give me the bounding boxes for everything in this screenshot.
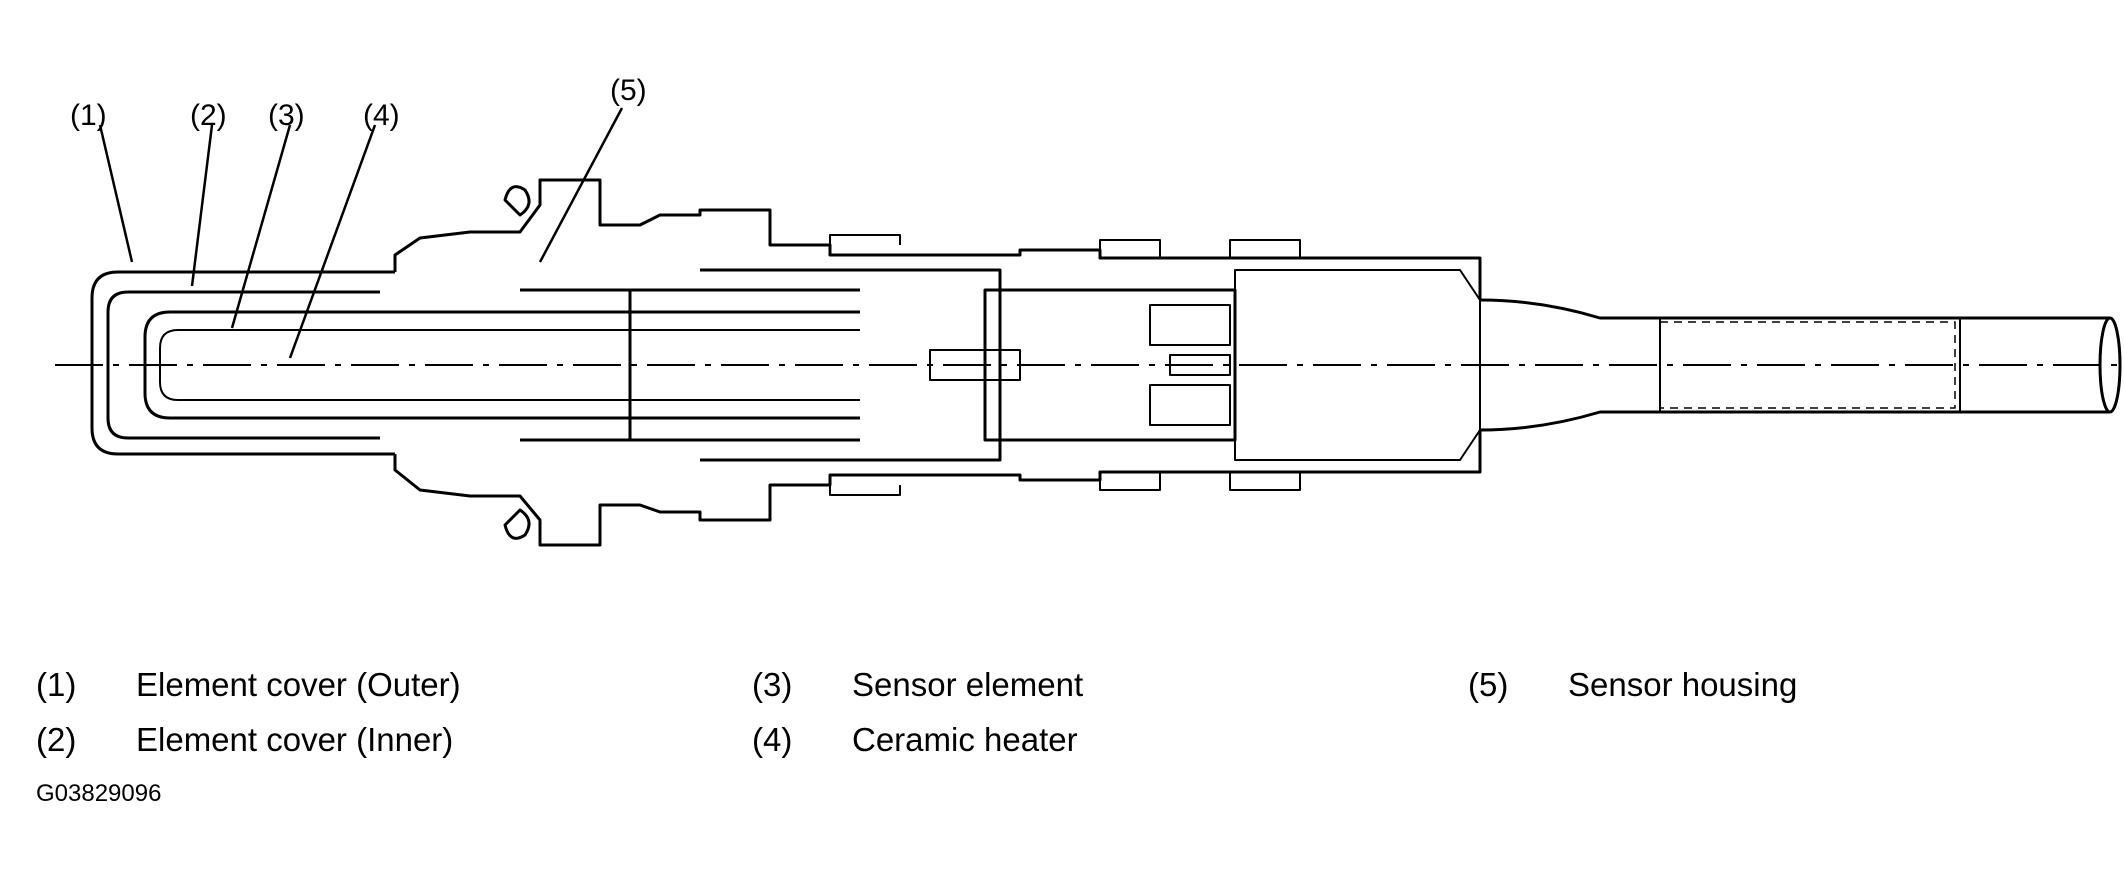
legend-label: Sensor housing (1568, 666, 1798, 703)
inner-bore (520, 268, 1002, 462)
figure-id: G03829096 (36, 780, 162, 807)
terminal-mid (1169, 354, 1231, 376)
callout-1: (1) (70, 99, 107, 132)
legend-number: (5) (1468, 666, 1509, 703)
leader-1 (98, 124, 134, 263)
terminal-center (929, 349, 1021, 381)
legend-label: Sensor element (852, 666, 1084, 703)
clip-upper (503, 185, 531, 217)
sensor-housing-lower (393, 430, 1482, 547)
cable (1479, 298, 2110, 432)
legend-label: Element cover (Inner) (136, 721, 454, 758)
terminal-upper (1149, 304, 1231, 346)
callout-2: (2) (190, 99, 227, 132)
leader-3 (230, 124, 292, 329)
housing-ribs (829, 234, 1301, 496)
legend-number: (3) (752, 666, 793, 703)
element-cover-outer (90, 270, 395, 456)
oxygen-sensor-cross-section: (1) (2) (3) (4) (5) (55, 74, 2122, 547)
legend-label: Element cover (Outer) (136, 666, 461, 703)
callout-3: (3) (268, 99, 305, 132)
clip-lower (503, 508, 531, 540)
cable-sleeve-hidden (1659, 321, 1956, 409)
ceramic-heater (159, 329, 860, 401)
cable-end (2098, 316, 2122, 414)
legend-label: Ceramic heater (852, 721, 1078, 758)
callout-4: (4) (363, 99, 400, 132)
leader-5 (538, 107, 624, 263)
legend-number: (4) (752, 721, 793, 758)
leader-2 (190, 124, 214, 287)
callout-5: (5) (610, 74, 647, 107)
terminal-lower (1149, 384, 1231, 426)
element-cover-inner (106, 290, 380, 440)
sensor-element (143, 310, 860, 420)
legend-number: (1) (36, 666, 77, 703)
sensor-housing (393, 178, 1482, 300)
leader-4 (288, 124, 377, 359)
legend-number: (2) (36, 721, 77, 758)
